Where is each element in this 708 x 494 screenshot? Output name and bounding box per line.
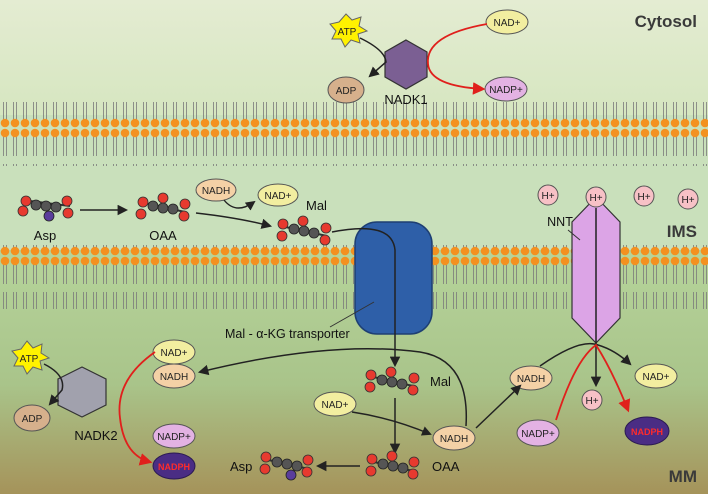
mal-molecule-matrix	[364, 366, 420, 396]
proton-ims-3	[633, 185, 655, 207]
nadk1-label: NADK1	[384, 92, 427, 107]
proton-label-ims-3: H+	[637, 192, 650, 203]
proton-label-ims-1: H+	[541, 191, 554, 202]
adp-cytosol	[327, 76, 365, 104]
proton-label-ims-4: H+	[681, 195, 694, 206]
nadh-label-ims: NADH	[202, 186, 230, 197]
nad-label-mdh: NAD+	[322, 400, 349, 411]
nadp-label-matrix: NADP+	[157, 432, 191, 443]
arrow-nadp-nadph-nnt	[555, 343, 631, 421]
nadph-nnt	[624, 416, 670, 446]
oaa-molecule-ims	[135, 192, 191, 222]
nadh-label-nnt: NADH	[517, 374, 545, 385]
nad-label-matrix: NAD+	[161, 348, 188, 359]
arrow-nad-nadh-mdh	[351, 411, 432, 436]
proton-ims-1	[537, 184, 559, 206]
asp-molecule-matrix	[259, 451, 314, 481]
transporter-label-leader	[329, 301, 375, 328]
proton-ims-2	[585, 186, 607, 208]
nadh-matrix	[152, 363, 196, 389]
mal-akg-transporter	[354, 221, 433, 335]
atp-label-cytosol: ATP	[338, 27, 357, 38]
proton-label-mm: H+	[585, 396, 598, 407]
oaa-molecule-matrix	[365, 450, 420, 480]
nnt-label-leader	[567, 229, 581, 241]
transporter-label: Mal - α-KG transporter	[225, 327, 350, 341]
outer-membrane	[0, 102, 708, 166]
nadk2-enzyme	[57, 366, 107, 418]
nadh-ims	[195, 178, 237, 202]
nadph-matrix	[152, 452, 196, 480]
region-label-ims: IMS	[667, 222, 697, 241]
nadh-nnt	[509, 365, 553, 391]
arrow-nadh-return	[197, 347, 468, 427]
nadh-label-mdh: NADH	[440, 434, 468, 445]
proton-ims-4	[677, 188, 699, 210]
proton-mm	[581, 389, 603, 411]
nadph-label-matrix: NADPH	[158, 462, 190, 472]
arrow-nadh-nad-nnt	[539, 342, 632, 367]
nad-label-nnt: NAD+	[643, 372, 670, 383]
nadh-mdh	[432, 425, 476, 451]
nadp-label-cytosol: NADP+	[489, 85, 523, 96]
mal-label-ims: Mal	[306, 198, 327, 213]
arrow-oaa-mal-ims	[195, 212, 273, 229]
arrow-nad-nadph-matrix	[118, 351, 156, 466]
atp-star-cytosol	[329, 13, 369, 48]
arrow-mal-transport	[331, 227, 401, 368]
arrow-atp-adp-cytosol	[359, 37, 387, 78]
atp-label-matrix: ATP	[20, 354, 39, 365]
nadk2-label: NADK2	[74, 428, 117, 443]
arrow-nadh-nad-ims	[223, 199, 256, 211]
nadk1-enzyme	[384, 39, 428, 90]
adp-matrix	[13, 404, 51, 432]
nadp-label-nnt: NADP+	[521, 429, 555, 440]
region-label-mm: MM	[669, 467, 697, 486]
arrow-atp-adp-matrix	[43, 363, 64, 406]
nad-mdh	[313, 391, 357, 417]
mal-molecule-ims	[276, 215, 332, 246]
adp-label-matrix: ADP	[22, 414, 43, 425]
region-label-cytosol: Cytosol	[635, 12, 697, 31]
nadp-matrix	[152, 423, 196, 449]
arrow-nadh-to-nnt	[475, 384, 522, 429]
nadph-label-nnt: NADPH	[631, 427, 663, 437]
nadp-nnt	[516, 419, 560, 447]
asp-label-matrix: Asp	[230, 459, 252, 474]
mal-label-matrix: Mal	[430, 374, 451, 389]
nad-cytosol	[485, 9, 529, 35]
asp-label-ims: Asp	[34, 228, 56, 243]
nad-nnt	[634, 363, 678, 389]
nad-label-ims: NAD+	[265, 191, 292, 202]
atp-star-matrix	[11, 340, 51, 375]
nad-label-cytosol: NAD+	[494, 18, 521, 29]
nnt-label: NNT	[547, 215, 573, 229]
adp-label-cytosol: ADP	[336, 86, 357, 97]
proton-label-ims-2: H+	[589, 193, 602, 204]
nad-ims	[257, 183, 299, 207]
oaa-label-ims: OAA	[149, 228, 177, 243]
oaa-label-matrix: OAA	[432, 459, 460, 474]
arrow-nad-nadp-cytosol	[427, 23, 488, 95]
nadh-label-matrix: NADH	[160, 372, 188, 383]
asp-molecule-ims	[17, 195, 74, 222]
